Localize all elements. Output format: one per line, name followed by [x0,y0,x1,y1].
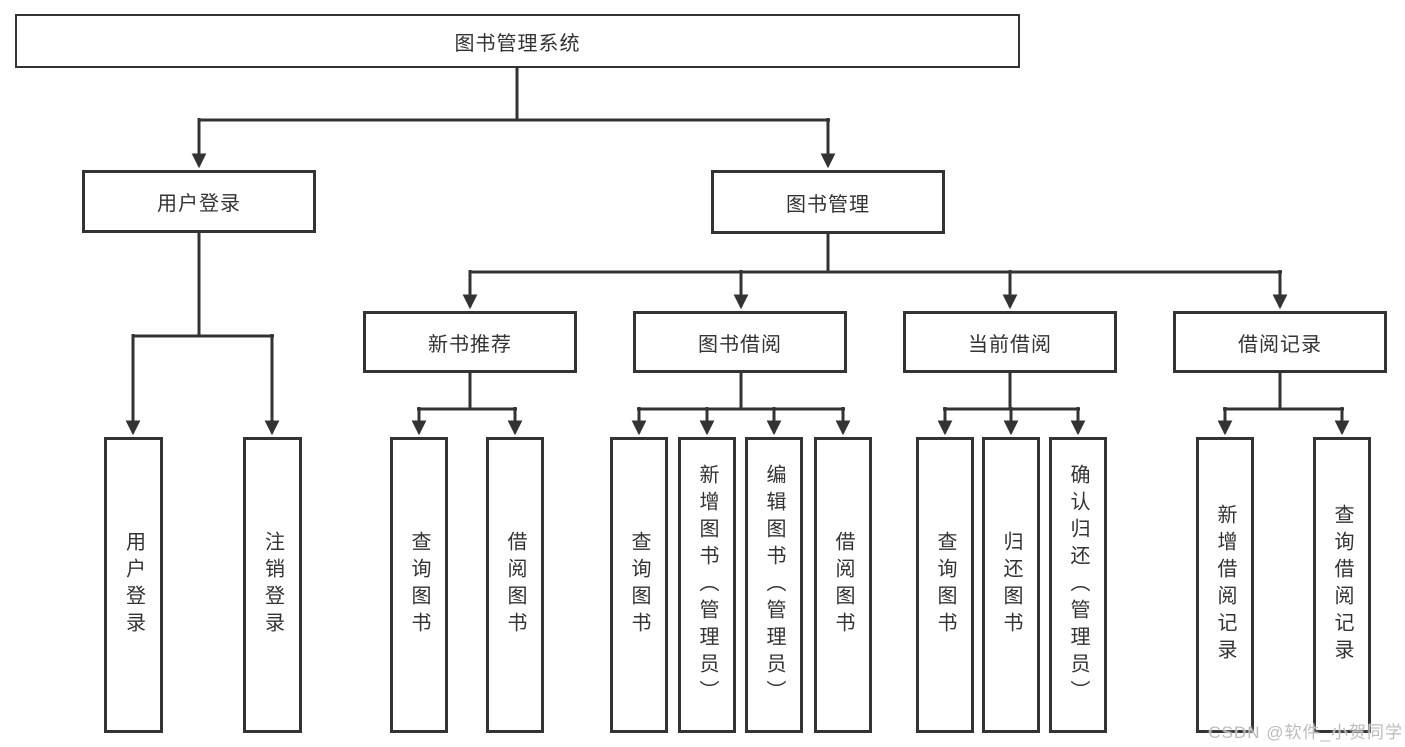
leaf-logout: 注销登录 [243,437,302,733]
leaf-confirm-return-admin: 确认归还（管理员） [1049,437,1107,733]
node-borrow-records: 借阅记录 [1173,311,1387,373]
leaf-query-books-2: 查询图书 [610,437,668,733]
leaf-borrow-books-2: 借阅图书 [814,437,872,733]
leaf-query-borrow-record: 查询借阅记录 [1313,437,1371,733]
node-new-book-recommend: 新书推荐 [363,311,577,373]
node-book-management: 图书管理 [711,170,945,234]
node-book-borrow: 图书借阅 [633,311,847,373]
leaf-query-books-3: 查询图书 [916,437,974,733]
leaf-borrow-books-1: 借阅图书 [486,437,544,733]
node-user-login: 用户登录 [82,170,316,233]
leaf-edit-books-admin: 编辑图书（管理员） [745,437,803,733]
leaf-user-login: 用户登录 [104,437,163,733]
leaf-add-books-admin: 新增图书（管理员） [678,437,736,733]
node-current-borrow: 当前借阅 [903,311,1117,373]
leaf-query-books-1: 查询图书 [390,437,448,733]
leaf-return-books: 归还图书 [982,437,1040,733]
leaf-add-borrow-record: 新增借阅记录 [1196,437,1254,733]
node-library-management-system: 图书管理系统 [15,14,1020,68]
csdn-watermark: CSDN @软件_小贺同学 [1208,723,1403,742]
